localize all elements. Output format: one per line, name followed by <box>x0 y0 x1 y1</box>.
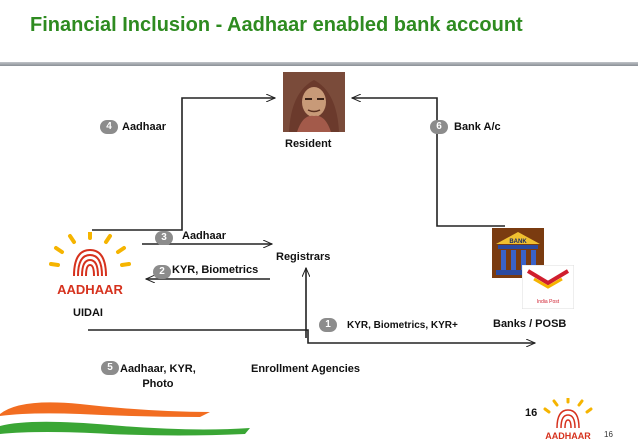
footer-aadhaar-logo: AADHAAR <box>538 396 598 442</box>
step-6-badge: 6 <box>430 120 448 134</box>
step-1-badge: 1 <box>319 318 337 332</box>
bank-icon-text: BANK <box>509 239 527 245</box>
aadhaar-logo-text: AADHAAR <box>57 282 123 297</box>
aadhaar-logo: AADHAAR <box>44 230 136 298</box>
title-divider <box>0 62 638 66</box>
bank-icon: BANK <box>492 228 544 278</box>
step-4-label: Aadhaar <box>122 121 167 133</box>
step-5-label: Aadhaar, KYR, Photo <box>120 363 196 390</box>
arrow-step-1 <box>88 329 535 343</box>
uidai-label: UIDAI <box>73 307 103 319</box>
enrollment-agencies-label: Enrollment Agencies <box>251 363 361 375</box>
step-5-badge: 5 <box>101 361 119 375</box>
resident-photo <box>283 72 345 132</box>
page-number-small: 16 <box>604 430 613 439</box>
resident-label: Resident <box>285 138 332 150</box>
step-3-badge: 3 <box>155 231 173 245</box>
india-post-icon: India Post <box>521 264 575 310</box>
banks-label: Banks / POSB <box>493 318 567 330</box>
arrow-step-6 <box>352 98 505 227</box>
green-swoosh <box>0 421 250 436</box>
footer-logo-text: AADHAAR <box>545 431 591 441</box>
india-post-icon-text: India Post <box>537 299 560 305</box>
step-3-label: Aadhaar <box>182 230 227 242</box>
step-1-label: KYR, Biometrics, KYR+ <box>347 320 458 331</box>
page-number: 16 <box>525 407 538 419</box>
page-title: Financial Inclusion - Aadhaar enabled ba… <box>30 14 523 36</box>
step-2-label: KYR, Biometrics <box>172 264 259 276</box>
step-2-badge: 2 <box>153 265 171 279</box>
arrow-step-4 <box>92 98 275 231</box>
step-6-label: Bank A/c <box>454 121 501 133</box>
registrars-label: Registrars <box>276 251 331 263</box>
step-4-badge: 4 <box>100 120 118 134</box>
orange-swoosh <box>0 402 210 417</box>
